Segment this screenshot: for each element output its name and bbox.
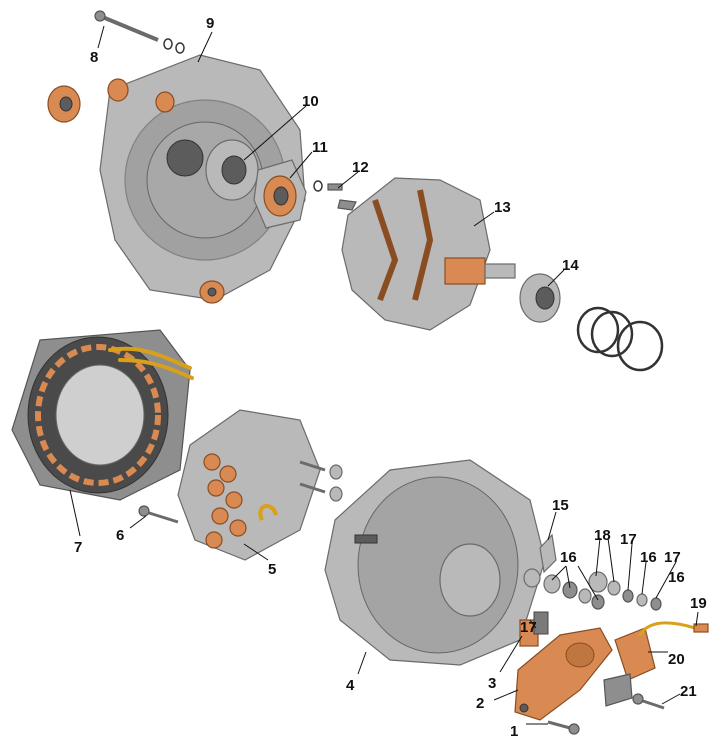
part-4-rear-housing [324, 459, 546, 666]
part-6-screw [138, 505, 179, 524]
part-11-cover-plate [253, 159, 307, 229]
callout-13: 13 [494, 199, 511, 216]
callout-5: 5 [268, 561, 276, 578]
callout-20: 20 [668, 651, 685, 668]
callout-17a: 17 [620, 531, 637, 548]
diodes [203, 453, 247, 549]
part-12-key [313, 180, 357, 211]
part-10-bearing [205, 139, 259, 201]
callout-17b: 17 [664, 549, 681, 566]
callout-labels: 1 2 3 4 5 6 7 8 9 10 11 12 13 14 15 16 1… [74, 15, 707, 740]
part-3-brushes [519, 611, 549, 647]
callout-6: 6 [116, 527, 124, 544]
part-20-voltage-regulator [603, 627, 656, 707]
washers-nuts [523, 568, 662, 611]
callout-17c: 17 [520, 619, 537, 636]
part-1-screw [547, 720, 580, 735]
callout-19: 19 [690, 595, 707, 612]
part-21-screw [632, 693, 665, 710]
callout-4: 4 [346, 677, 355, 694]
callout-16c: 16 [668, 569, 685, 586]
callout-16b: 16 [640, 549, 657, 566]
callout-16a: 16 [560, 549, 577, 566]
part-19-wire-lead [638, 621, 709, 637]
callout-7: 7 [74, 539, 82, 556]
callout-1: 1 [510, 723, 518, 740]
part-2-brush-holder [514, 627, 613, 721]
callout-9: 9 [206, 15, 214, 32]
part-5-rectifier [177, 409, 343, 561]
part-7-stator [11, 329, 194, 501]
callout-14: 14 [562, 257, 579, 274]
part-8-bolt [94, 10, 185, 54]
leader-lines [69, 25, 699, 725]
callout-21: 21 [680, 683, 697, 700]
callout-10: 10 [302, 93, 319, 110]
part-14-rear-bearing [519, 273, 561, 323]
callout-8: 8 [90, 49, 98, 66]
callout-11: 11 [312, 139, 328, 156]
part-13-rotor [341, 177, 516, 331]
callout-3: 3 [488, 675, 496, 692]
bushing-left [47, 85, 81, 123]
o-rings [576, 306, 664, 372]
part-9-front-housing [99, 54, 306, 304]
callout-12: 12 [352, 159, 369, 176]
callout-18: 18 [594, 527, 611, 544]
callout-2: 2 [476, 695, 484, 712]
callout-15: 15 [552, 497, 569, 514]
